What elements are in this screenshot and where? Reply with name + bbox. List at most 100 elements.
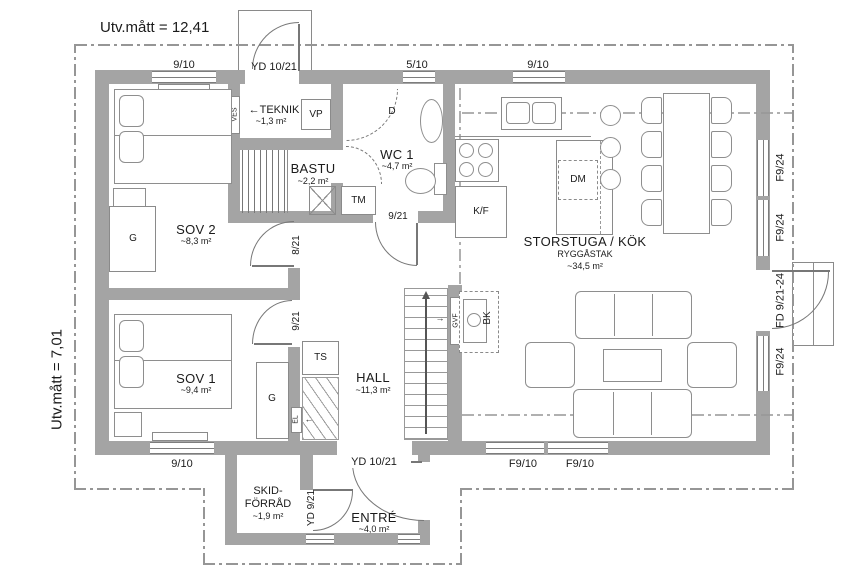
area-label-sov2: ~8,3 m² (180, 236, 212, 246)
sauna-heater (309, 186, 336, 215)
door-arc-sov2 (250, 221, 294, 266)
boundary-left (74, 44, 76, 490)
window-top-mid (403, 71, 435, 83)
wall-block-bottom-west (228, 211, 373, 223)
room-label-entre: ENTRÉ (351, 510, 397, 525)
wardrobe-sov1 (256, 362, 289, 439)
centerline-kitchen (462, 112, 792, 114)
dining-chair (641, 131, 662, 158)
sink-basin (532, 102, 556, 124)
door-leaf-sov2 (252, 265, 294, 267)
boundary-notch-left (203, 488, 205, 565)
wall-sov1-sov2 (109, 288, 300, 300)
door-leaf-top (298, 24, 300, 71)
window-bottom-left (150, 442, 214, 454)
boundary-notch-right (460, 488, 462, 565)
opening-top-door (245, 70, 299, 84)
dishwasher (558, 160, 598, 200)
label-door-right: FD 9/21-24 (774, 272, 787, 329)
centerline-vertical (459, 84, 461, 284)
window-entre-bottom (398, 534, 420, 544)
label-window-right-3: F9/24 (774, 347, 787, 376)
teknik-name: TEKNIK (259, 104, 300, 116)
dm-label: DM (570, 174, 586, 185)
wall-skid-entre (300, 455, 313, 490)
area-label-entre: ~4,0 m² (358, 524, 390, 534)
burner (459, 162, 474, 177)
counter-edge (455, 136, 591, 137)
bar-stool (600, 105, 621, 126)
room-label-sov2: SOV 2 (176, 222, 216, 237)
room-label-sov1: SOV 1 (176, 371, 216, 386)
label-door-sov2: 8/21 (291, 235, 302, 255)
room-label-skid-1: SKID- (253, 485, 283, 497)
el-niche (291, 407, 302, 433)
wall-bastu-wc-upper (331, 84, 343, 143)
sauna-bench-edge (287, 150, 288, 213)
window-bottom-right-2 (548, 442, 608, 454)
fridge-freezer (455, 186, 507, 238)
area-label-wc1: ~4,7 m² (381, 161, 413, 171)
hall-stair (302, 377, 339, 440)
loft-stair-arrow-icon (422, 291, 430, 299)
sink-basin (506, 102, 530, 124)
wall-right (756, 70, 770, 455)
label-window-bottom-left: 9/10 (171, 458, 193, 470)
stove-flue (467, 313, 481, 327)
kf-label: K/F (473, 206, 489, 217)
room-label-skid-2: FÖRRÅD (244, 498, 292, 510)
room-label-hall: HALL (356, 370, 390, 385)
g-label-sov1: G (268, 393, 276, 404)
ves-label: VES (231, 107, 239, 122)
drying-cabinet (302, 341, 339, 375)
heat-pump (301, 99, 331, 130)
wall-left (95, 70, 109, 455)
pillow (119, 356, 144, 388)
room-label-storstuga: STORSTUGA / KÖK (523, 234, 647, 249)
door-arc-wc (375, 222, 417, 266)
label-window-bottom-right-1: F9/10 (508, 458, 538, 470)
wall-teknik-bastu (240, 138, 343, 150)
island-dashline (600, 141, 602, 234)
dusch-label: D (388, 106, 396, 117)
el-label: EL (292, 415, 300, 424)
bk-label: BK (482, 311, 493, 325)
wall-ext-east-lower (418, 520, 430, 545)
label-window-right-1: F9/24 (774, 153, 787, 182)
label-door-sov1: 9/21 (291, 311, 302, 331)
dining-chair (711, 97, 732, 124)
dining-chair (711, 199, 732, 226)
coffee-table (603, 349, 662, 382)
nightstand-sov1 (114, 412, 142, 437)
room-label-bastu: BASTU (290, 161, 336, 176)
room-label-wc1: WC 1 (380, 147, 414, 162)
washing-machine (341, 186, 376, 215)
wall-wc-east (443, 84, 455, 223)
dining-chair (711, 165, 732, 192)
sofa-bottom (573, 389, 692, 438)
vp-label: VP (309, 109, 323, 120)
ts-label: TS (314, 352, 327, 363)
wall-ext-west (225, 441, 237, 545)
boundary-bottom-left (74, 488, 204, 490)
pillow (119, 320, 144, 352)
armchair-left (525, 342, 575, 388)
burner (459, 143, 474, 158)
sauna-bench (242, 150, 288, 213)
boundary-notch-bottom (203, 563, 462, 565)
label-window-top-right: 9/10 (527, 59, 549, 71)
sill-sov1 (152, 432, 208, 441)
bar-stool (600, 169, 621, 190)
label-door-skid: YD 9/21 (306, 489, 317, 527)
wc-sink (420, 99, 443, 143)
dining-chair (711, 131, 732, 158)
door-leaf-sov1 (254, 343, 292, 345)
door-leaf-wc (416, 223, 418, 265)
armchair-right (687, 342, 737, 388)
area-label-skid: ~1,9 m² (252, 511, 284, 521)
area-label-teknik: ~1,3 m² (255, 116, 287, 126)
subtitle-storstuga: RYGGÅSTAK (557, 249, 613, 259)
boundary-top (75, 44, 793, 46)
label-window-top-left: 9/10 (173, 59, 195, 71)
